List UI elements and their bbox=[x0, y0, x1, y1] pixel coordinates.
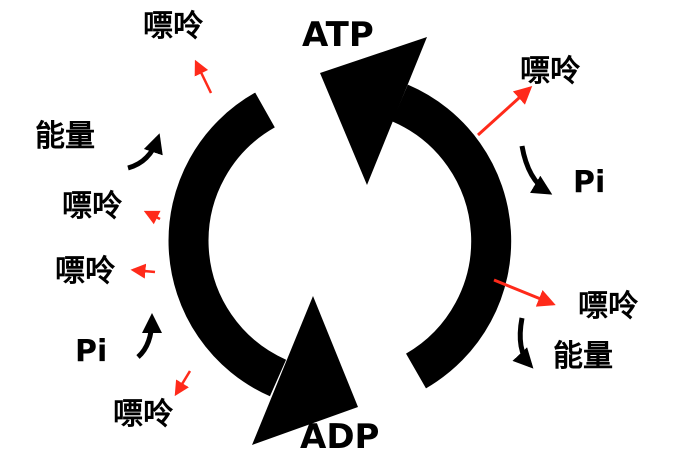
purine-release-arrows bbox=[130, 59, 556, 397]
purine-label: 嘌呤 bbox=[62, 189, 122, 224]
purine-label: 嘌呤 bbox=[143, 9, 203, 44]
red-arrow bbox=[476, 85, 533, 137]
red-arrow bbox=[130, 263, 156, 279]
adp-label: ADP bbox=[300, 417, 380, 457]
curved-arrow bbox=[136, 313, 162, 359]
small-curved-arrows bbox=[127, 133, 553, 369]
red-arrow bbox=[143, 210, 161, 225]
purine-label: 嘌呤 bbox=[578, 289, 638, 324]
red-arrow bbox=[174, 370, 192, 397]
energy-label: 能量 bbox=[35, 119, 95, 154]
curved-arrow bbox=[519, 145, 553, 195]
purine-label: 嘌呤 bbox=[113, 397, 173, 432]
curved-arrow bbox=[512, 317, 534, 369]
atp-label: ATP bbox=[302, 15, 374, 55]
energy-label: 能量 bbox=[553, 339, 613, 374]
purine-label: 嘌呤 bbox=[55, 254, 115, 289]
purine-label: 嘌呤 bbox=[520, 54, 580, 89]
curved-arrow bbox=[127, 133, 163, 171]
pi-label: Pi bbox=[75, 334, 108, 369]
red-arrow bbox=[493, 278, 556, 307]
red-arrow bbox=[194, 59, 213, 94]
adp-to-atp-arrow bbox=[320, 37, 512, 389]
atp-to-adp-arrow bbox=[168, 92, 358, 445]
pi-label: Pi bbox=[573, 165, 606, 200]
